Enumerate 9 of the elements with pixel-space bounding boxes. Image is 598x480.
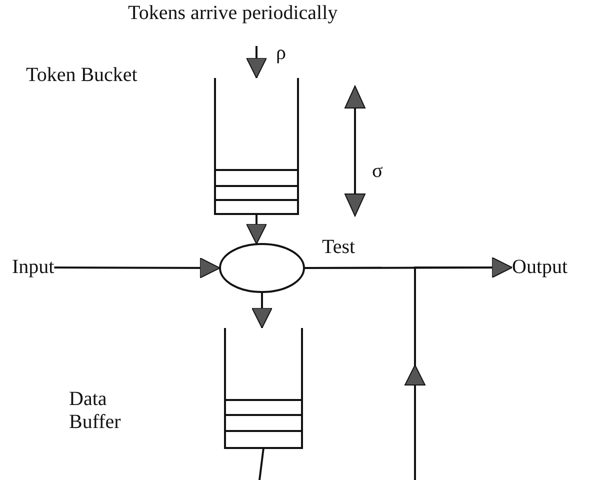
- node-label: Input: [12, 256, 54, 279]
- node-label: Output: [512, 256, 568, 279]
- bucket-label: Data Buffer: [69, 388, 122, 434]
- bucket-drawing: [214, 77, 299, 215]
- bucket-label: Token Bucket: [26, 64, 138, 87]
- bucket-drawing: [224, 327, 303, 449]
- test-ellipse: [219, 243, 305, 293]
- heading-text: Tokens arrive periodically: [128, 2, 338, 25]
- dimension-label: σ: [372, 160, 383, 183]
